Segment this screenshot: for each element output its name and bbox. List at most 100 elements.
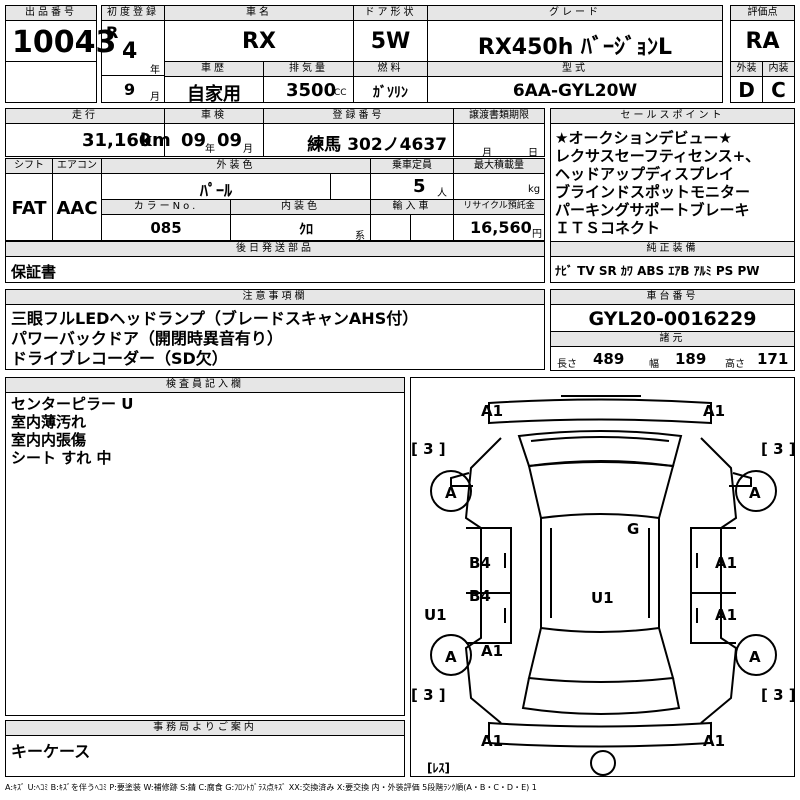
mark: A1: [715, 554, 737, 572]
ac-label: エアコン: [52, 158, 102, 174]
mark: [ﾚｽ]: [427, 761, 450, 775]
mark: G: [627, 520, 639, 538]
lot-label: 出品番号: [5, 5, 97, 21]
inspection-box: 09 年 09 月: [164, 123, 264, 157]
notes-box: 三眼フルLEDヘッドランプ（ブレードスキャンAHS付） パワーバックドア（開閉時…: [5, 304, 545, 370]
interior: ｸﾛ: [299, 222, 313, 238]
mark: A1: [481, 402, 503, 420]
history: 自家用: [164, 76, 264, 105]
grade-label: グレード: [427, 5, 723, 21]
recycle-box: 16,560 円: [453, 214, 545, 241]
score: RA: [730, 20, 795, 62]
mileage-label: 走行: [5, 108, 165, 124]
history-label: 車歴: [164, 61, 264, 77]
transfer-box: 月 日: [453, 123, 545, 159]
inspector-box: センターピラー U 室内薄汚れ 室内内張傷 シート すれ 中: [5, 392, 405, 716]
capacity-box: 5 人: [370, 173, 454, 200]
mark: A1: [481, 732, 503, 750]
cc-unit: CC: [334, 88, 347, 98]
shift-label: シフト: [5, 158, 53, 174]
insp-month-unit: 月: [243, 144, 253, 155]
inspector-line: センターピラー U: [11, 395, 134, 413]
color: ﾊﾟｰﾙ: [101, 173, 331, 200]
reg-year: 4: [122, 39, 138, 64]
mark: A: [749, 484, 761, 502]
legend: A:ｷｽﾞ U:ﾍｺﾐ B:ｷｽﾞを伴うﾍｺﾐ P:要塗装 W:補修跡 S:錆 …: [5, 783, 537, 792]
sales-label: セールスポイント: [550, 108, 795, 124]
transfer-label: 譲渡書類期限: [453, 108, 545, 124]
grade: RX450h ﾊﾞｰｼﾞｮﾝL: [427, 20, 723, 62]
sales-line: ★オークションデビュー★: [555, 129, 732, 147]
insp-month: 09: [217, 130, 243, 151]
interior-box: ｸﾛ 系: [230, 214, 371, 242]
capacity: 5: [413, 176, 426, 197]
capacity-unit: 人: [437, 188, 447, 199]
displacement-box: 3500 CC: [263, 76, 354, 103]
interior-label: 内装色: [230, 199, 371, 215]
mark: [ 3 ]: [411, 440, 446, 458]
mark: A: [749, 648, 761, 666]
inspector-line: 室内薄汚れ: [11, 413, 87, 431]
displacement: 3500: [286, 80, 337, 101]
car-diagram: A1 A1 [ 3 ] [ 3 ] A A G B4 A1 B4 U1 A1 U…: [410, 377, 796, 777]
chassis-label: 車台番号: [550, 289, 795, 305]
reg-month: 9: [124, 80, 136, 99]
length: 489: [593, 350, 625, 368]
first-reg-label: 初度登録: [101, 5, 165, 21]
import-box2: [410, 214, 454, 241]
import-label: 輸入車: [370, 199, 454, 215]
capacity-label: 乗車定員: [370, 158, 454, 174]
mark: [ 3 ]: [761, 440, 796, 458]
inspector-line: シート すれ 中: [11, 449, 112, 467]
later-parts: 保証書: [5, 256, 545, 283]
inspection-label: 車検: [164, 108, 264, 124]
car-outline: A1 A1 [ 3 ] [ 3 ] A A G B4 A1 B4 U1 A1 U…: [411, 395, 796, 776]
car-name: RX: [164, 20, 354, 62]
note-line: 三眼フルLEDヘッドランプ（ブレードスキャンAHS付）: [11, 309, 419, 328]
transfer-month: 月: [482, 148, 492, 159]
mileage: 31,160: [82, 130, 152, 151]
door-type: 5W: [353, 20, 428, 62]
mark: [ 3 ]: [761, 686, 796, 704]
height: 171: [757, 350, 789, 368]
later-parts-label: 後日発送部品: [5, 241, 545, 257]
width-label: 幅: [649, 359, 659, 370]
first-reg-box: R 4 年: [101, 20, 165, 76]
note-line: ドライブレコーダー（SD欠）: [11, 349, 228, 368]
equip-label: 純正装備: [550, 241, 795, 257]
sales-box: ★オークションデビュー★ レクサスセーフティセンス+、 ヘッドアップディスプレイ…: [550, 123, 795, 242]
model-label: 型式: [427, 61, 723, 77]
fuel: ｶﾞｿﾘﾝ: [353, 76, 428, 103]
color-no: 085: [101, 214, 231, 241]
notes-label: 注意事項欄: [5, 289, 545, 305]
insp-year-unit: 年: [205, 144, 215, 155]
spec-box: 長さ 489 幅 189 高さ 171: [550, 346, 795, 371]
fuel-label: 燃料: [353, 61, 428, 77]
int-label: 内装: [762, 61, 795, 77]
color-no-label: カラーNo.: [101, 199, 231, 215]
equip: ﾅﾋﾞ TV SR ｶﾜ ABS ｴｱB ｱﾙﾐ PS PW: [550, 256, 795, 283]
load-label: 最大積載量: [453, 158, 545, 174]
int-score: C: [762, 76, 795, 103]
load-unit: kg: [528, 184, 541, 195]
displacement-label: 排気量: [263, 61, 354, 77]
lot-blank: [5, 61, 97, 103]
length-label: 長さ: [557, 359, 577, 370]
interior-unit: 系: [355, 231, 365, 242]
width: 189: [675, 350, 707, 368]
mark: U1: [424, 606, 447, 624]
ext-label: 外装: [730, 61, 763, 77]
year-unit: 年: [150, 65, 160, 76]
ext-score: D: [730, 76, 763, 103]
transfer-day: 日: [528, 148, 538, 159]
mark: A1: [715, 606, 737, 624]
office-box: キーケース: [5, 735, 405, 777]
ac: AAC: [52, 173, 102, 241]
sales-line: レクサスセーフティセンス+、: [555, 147, 761, 165]
name-label: 車名: [164, 5, 354, 21]
mark: [ 3 ]: [411, 686, 446, 704]
plate-label: 登録番号: [263, 108, 454, 124]
inspector-label: 検査員記入欄: [5, 377, 405, 393]
mark: A: [445, 648, 457, 666]
note-line: パワーバックドア（開閉時異音有り）: [11, 329, 283, 348]
